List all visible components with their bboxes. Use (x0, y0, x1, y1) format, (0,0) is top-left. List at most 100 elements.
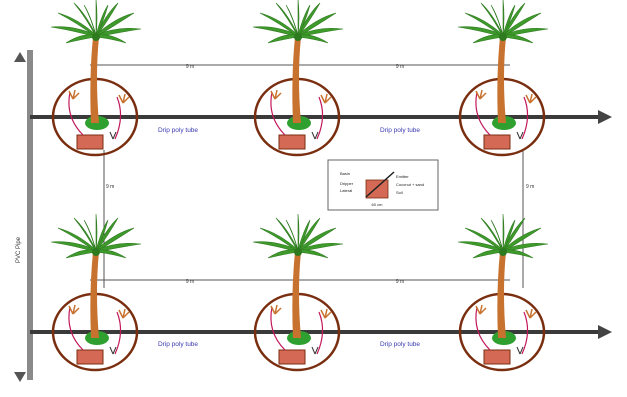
dripper-line (114, 311, 122, 355)
palm-frond (297, 0, 300, 38)
palm-frond (95, 213, 98, 253)
palm-frond (464, 227, 504, 253)
palm-unit (252, 213, 344, 372)
inset-label: Basin (340, 171, 350, 176)
palm-trunk (497, 37, 506, 123)
palm-trunk (90, 252, 99, 338)
dripper-line (68, 306, 84, 351)
palm-crown (294, 248, 302, 256)
dripper-line (475, 91, 491, 136)
dripper-line (521, 311, 529, 355)
inset-detail: Basin Dripper Lateral Emitter Coconut + … (327, 159, 439, 211)
arrow-right-icon (598, 110, 612, 124)
emitter-sprig (320, 308, 332, 319)
palm-frond (297, 217, 321, 253)
emitter-sprig (68, 89, 80, 100)
palm-trunk (292, 252, 301, 338)
palm-frond (502, 219, 516, 253)
drip-tube-label: Drip poly tube (158, 341, 198, 348)
planting-pit (483, 134, 511, 150)
palm-frond (267, 249, 299, 259)
palm-unit (50, 213, 142, 372)
flow-arrow-icon (14, 52, 26, 62)
planting-pit (483, 349, 511, 365)
palm-frond (502, 217, 526, 253)
palm-frond (95, 0, 98, 38)
inset-dimension: 60 cm (372, 202, 384, 207)
emitter-sprig (475, 89, 487, 100)
emitter-sprig (270, 304, 282, 315)
palm-frond (73, 2, 97, 38)
drip-tube-label: Drip poly tube (380, 341, 420, 348)
dripper-line (521, 96, 529, 140)
inset-lateral (365, 171, 395, 198)
palm-frond (297, 2, 321, 38)
palm-frond (285, 4, 299, 38)
dripper-line (68, 91, 84, 136)
inset-label: Emitter (396, 174, 409, 179)
palm-frond (65, 249, 97, 259)
emitter-sprig (109, 346, 117, 355)
drip-tube-label: Drip poly tube (380, 127, 420, 134)
spacing-label: 9 m (396, 64, 404, 70)
palm-frond (502, 34, 534, 44)
palm-frond (95, 249, 127, 259)
drip-lateral-bottom (30, 330, 605, 334)
emitter-sprig (525, 308, 537, 319)
palm-trunk (90, 37, 99, 123)
palm-frond (57, 12, 97, 38)
palm-frond (464, 12, 504, 38)
inset-label: Soil (396, 190, 403, 195)
spacing-label: 9 m (526, 184, 534, 190)
flow-arrow-icon (14, 372, 26, 382)
dripper-line (270, 91, 286, 136)
emitter-sprig (311, 131, 319, 140)
palm-frond (259, 12, 299, 38)
dripper-line (475, 306, 491, 351)
spacing-label: 9 m (186, 279, 194, 285)
palm-frond (297, 219, 311, 253)
palm-frond (297, 34, 329, 44)
palm-frond (297, 4, 311, 38)
dripper-line (270, 306, 286, 351)
palm-frond (57, 227, 97, 253)
palm-frond (297, 249, 329, 259)
palm-frond (95, 219, 109, 253)
emitter-sprig (68, 304, 80, 315)
inset-label: Dripper (340, 181, 354, 186)
inset-pit (365, 179, 389, 199)
palm-frond (83, 219, 97, 253)
emitter-sprig (109, 131, 117, 140)
palm-frond (267, 34, 299, 44)
palm-frond (65, 34, 97, 44)
palm-frond (502, 249, 534, 259)
dripper-line (316, 96, 324, 140)
spacing-label: 9 m (396, 279, 404, 285)
emitter-sprig (516, 346, 524, 355)
palm-crown (499, 248, 507, 256)
palm-frond (480, 2, 504, 38)
planting-pit (76, 134, 104, 150)
palm-frond (285, 219, 299, 253)
emitter-sprig (311, 346, 319, 355)
pvc-pipe-label: PVC Pipe (16, 236, 22, 263)
planting-pit (278, 349, 306, 365)
dripper-line (114, 96, 122, 140)
palm-frond (73, 217, 97, 253)
spacing-label: 9 m (106, 184, 114, 190)
spacing-label: 9 m (186, 64, 194, 70)
planting-pit (278, 134, 306, 150)
drip-lateral-top (30, 115, 605, 119)
arrow-right-icon (598, 325, 612, 339)
palm-frond (502, 4, 516, 38)
palm-frond (502, 2, 526, 38)
palm-frond (502, 0, 505, 38)
emitter-sprig (525, 93, 537, 104)
palm-unit (252, 0, 344, 157)
palm-frond (275, 217, 299, 253)
palm-crown (294, 33, 302, 41)
palm-frond (472, 34, 504, 44)
palm-crown (92, 33, 100, 41)
emitter-sprig (516, 131, 524, 140)
